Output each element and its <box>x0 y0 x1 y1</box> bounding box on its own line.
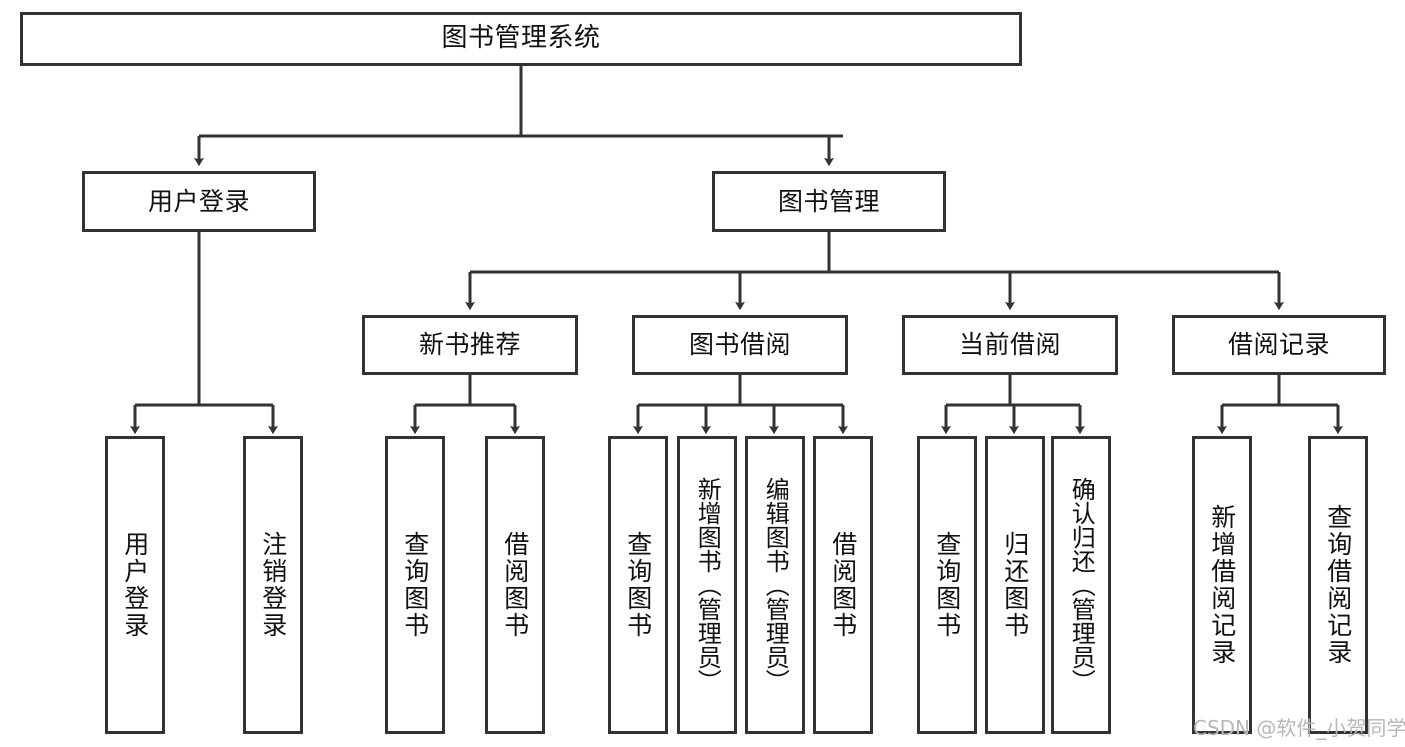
node-label: 确认归还（管理员） <box>1067 477 1096 693</box>
leaf-book-borrow-edit-book-admin[interactable]: 编辑图书（管理员） <box>745 436 805 734</box>
node-label: 当前借阅 <box>958 330 1061 359</box>
leaf-book-borrow-borrow-book[interactable]: 借阅图书 <box>813 436 873 734</box>
node-current-borrow[interactable]: 当前借阅 <box>902 315 1118 375</box>
node-label: 借阅图书 <box>500 531 530 639</box>
csdn-watermark: CSDN @软件_小贺同学 <box>1193 716 1405 740</box>
node-label: 新书推荐 <box>418 330 521 359</box>
node-user-login[interactable]: 用户登录 <box>82 171 316 232</box>
leaf-current-borrow-query-book[interactable]: 查询图书 <box>917 436 977 734</box>
node-label: 新增借阅记录 <box>1207 504 1237 666</box>
node-label: 查询借阅记录 <box>1323 504 1353 666</box>
leaf-borrow-record-add-record[interactable]: 新增借阅记录 <box>1192 436 1252 734</box>
leaf-new-book-borrow-book[interactable]: 借阅图书 <box>485 436 545 734</box>
leaf-current-borrow-confirm-return-admin[interactable]: 确认归还（管理员） <box>1051 436 1111 734</box>
leaf-user-login-login[interactable]: 用户登录 <box>105 436 165 734</box>
node-label: 编辑图书（管理员） <box>761 477 790 693</box>
node-borrow-record[interactable]: 借阅记录 <box>1172 315 1386 375</box>
leaf-new-book-query-book[interactable]: 查询图书 <box>385 436 445 734</box>
node-label: 查询图书 <box>400 531 430 639</box>
leaf-current-borrow-return-book[interactable]: 归还图书 <box>985 436 1045 734</box>
node-label: 查询图书 <box>932 531 962 639</box>
node-label: 借阅图书 <box>828 531 858 639</box>
leaf-user-login-logout[interactable]: 注销登录 <box>243 436 303 734</box>
leaf-borrow-record-query-record[interactable]: 查询借阅记录 <box>1308 436 1368 734</box>
node-label: 查询图书 <box>623 531 653 639</box>
node-label: 图书管理 <box>777 186 880 216</box>
node-root-book-management-system[interactable]: 图书管理系统 <box>20 12 1022 66</box>
node-label: 新增图书（管理员） <box>693 477 722 693</box>
node-book-management[interactable]: 图书管理 <box>712 171 946 232</box>
node-label: 归还图书 <box>1000 531 1030 639</box>
node-label: 用户登录 <box>147 186 250 216</box>
node-label: 用户登录 <box>120 531 150 639</box>
leaf-book-borrow-add-book-admin[interactable]: 新增图书（管理员） <box>677 436 737 734</box>
node-new-book-recommend[interactable]: 新书推荐 <box>362 315 578 375</box>
node-label: 注销登录 <box>258 531 288 639</box>
node-book-borrow[interactable]: 图书借阅 <box>632 315 848 375</box>
leaf-book-borrow-query-book[interactable]: 查询图书 <box>608 436 668 734</box>
node-label: 图书借阅 <box>688 330 791 359</box>
node-label: 借阅记录 <box>1227 330 1330 359</box>
node-label: 图书管理系统 <box>441 23 601 54</box>
